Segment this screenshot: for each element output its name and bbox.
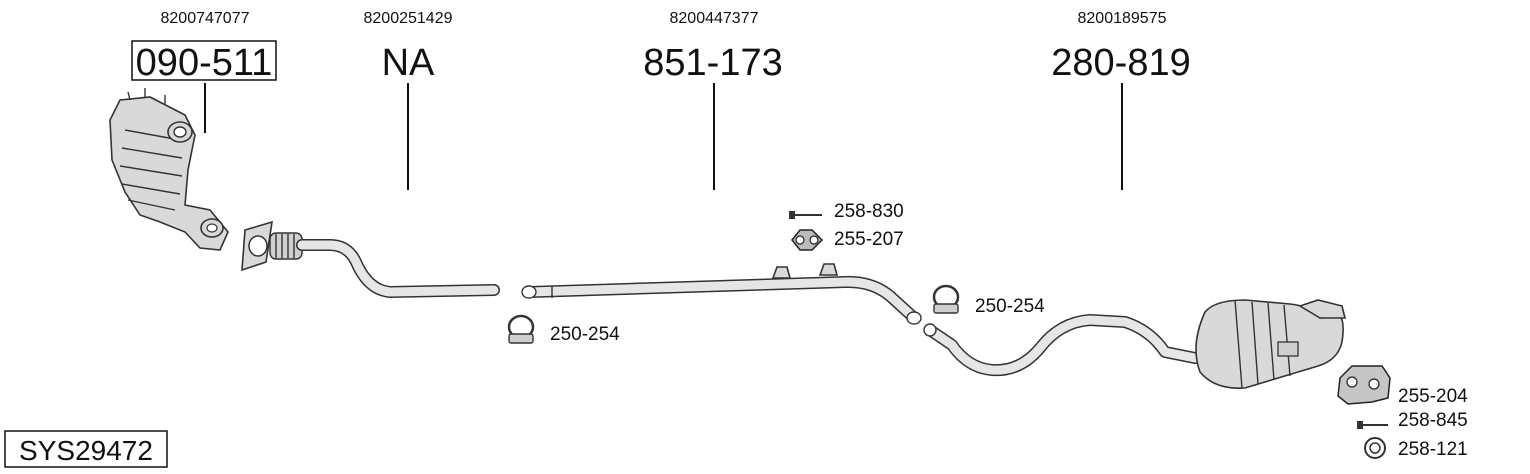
ring-rear-label[interactable]: 258-121 <box>1398 439 1468 460</box>
center-pipe[interactable] <box>521 263 922 325</box>
clamp-front-label[interactable]: 250-254 <box>550 324 620 345</box>
part-number-2[interactable]: NA <box>382 42 435 84</box>
mount-rear-icon[interactable] <box>1337 365 1391 405</box>
rear-silencer[interactable] <box>923 299 1347 389</box>
part-number-4[interactable]: 280-819 <box>1051 42 1190 84</box>
oem-number-3: 8200447377 <box>670 10 759 27</box>
bolt-mid-label[interactable]: 258-830 <box>834 201 904 222</box>
clamp-rear-label[interactable]: 250-254 <box>975 296 1045 317</box>
bolt-rear-label[interactable]: 258-845 <box>1398 410 1468 431</box>
oem-number-1: 8200747077 <box>161 10 250 27</box>
bolt-mid-icon[interactable] <box>789 211 822 219</box>
mount-mid-label[interactable]: 255-207 <box>834 229 904 250</box>
clamp-front-icon[interactable] <box>507 314 535 344</box>
ring-rear-icon[interactable] <box>1364 437 1386 459</box>
catalytic-converter[interactable] <box>109 88 229 251</box>
clamp-rear-icon[interactable] <box>932 284 960 314</box>
mount-mid-icon[interactable] <box>791 229 824 251</box>
system-code-box <box>4 430 168 468</box>
part-number-1[interactable]: 090-511 <box>136 42 273 84</box>
oem-number-4: 8200189575 <box>1078 10 1167 27</box>
front-pipe[interactable] <box>241 220 500 298</box>
bolt-rear-icon[interactable] <box>1357 421 1388 429</box>
mount-rear-label[interactable]: 255-204 <box>1398 386 1468 407</box>
system-code: SYS29472 <box>19 435 153 466</box>
part-number-box <box>131 40 277 81</box>
oem-number-2: 8200251429 <box>364 10 453 27</box>
part-number-3[interactable]: 851-173 <box>643 42 782 84</box>
